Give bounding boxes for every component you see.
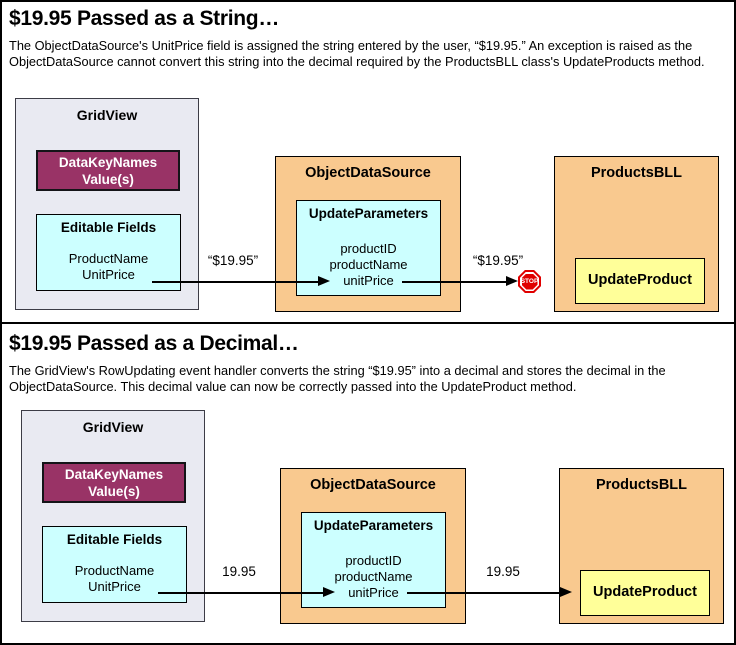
flow-line [407, 592, 560, 594]
flow-line [158, 592, 323, 594]
gridview-title: GridView [82, 419, 144, 435]
arrowhead-icon [506, 276, 518, 286]
panel2-objectdatasource-box: ObjectDataSource UpdateParameters produc… [280, 468, 466, 624]
field-unitprice: UnitPrice [82, 267, 135, 282]
field-unitprice: UnitPrice [88, 579, 141, 594]
arrowhead-icon [560, 587, 572, 597]
productsbll-title: ProductsBLL [590, 165, 683, 181]
field-productname: ProductName [68, 251, 149, 266]
section-divider [2, 322, 734, 324]
flow-line [402, 281, 506, 283]
param-unitprice: unitPrice [343, 273, 394, 288]
objectdatasource-title: ObjectDataSource [310, 477, 436, 493]
editable-fields-title: Editable Fields [60, 220, 157, 235]
flow-value-label: “$19.95” [207, 253, 259, 268]
editable-fields-box: Editable Fields ProductName UnitPrice [36, 214, 181, 291]
param-productid: productID [345, 553, 402, 568]
field-productname: ProductName [74, 563, 155, 578]
panel2-title: $19.95 Passed as a Decimal… [9, 332, 299, 355]
datakeynames-line2: Value(s) [88, 484, 140, 499]
updateparameters-title: UpdateParameters [313, 518, 434, 533]
editable-fields-list: ProductName UnitPrice [43, 563, 186, 595]
updateproduct-box: UpdateProduct [575, 258, 705, 304]
panel2-gridview-box: GridView DataKeyNames Value(s) Editable … [21, 410, 205, 622]
updateparameters-list: productID productName unitPrice [297, 241, 440, 289]
datakeynames-line2: Value(s) [82, 172, 134, 187]
panel1-objectdatasource-box: ObjectDataSource UpdateParameters produc… [275, 156, 461, 312]
param-productname: productName [334, 569, 413, 584]
updateparameters-list: productID productName unitPrice [302, 553, 445, 601]
param-productname: productName [329, 257, 408, 272]
datakeynames-line1: DataKeyNames [58, 155, 158, 170]
editable-fields-box: Editable Fields ProductName UnitPrice [42, 526, 187, 603]
editable-fields-title: Editable Fields [66, 532, 163, 547]
datakeynames-box: DataKeyNames Value(s) [36, 150, 180, 191]
arrowhead-icon [318, 276, 330, 286]
datakeynames-line1: DataKeyNames [64, 467, 164, 482]
editable-fields-list: ProductName UnitPrice [37, 251, 180, 283]
panel1-title: $19.95 Passed as a String… [9, 7, 280, 30]
objectdatasource-title: ObjectDataSource [305, 165, 431, 181]
flow-value-label: 19.95 [486, 564, 520, 579]
flow-value-label: 19.95 [222, 564, 256, 579]
updateparameters-title: UpdateParameters [308, 206, 429, 221]
panel1-gridview-box: GridView DataKeyNames Value(s) Editable … [15, 98, 199, 310]
datakeynames-box: DataKeyNames Value(s) [42, 462, 186, 503]
stop-sign-label: STOP [520, 278, 539, 285]
stop-sign-icon: STOP [518, 270, 541, 293]
updateproduct-box: UpdateProduct [580, 570, 710, 616]
panel2-description: The GridView's RowUpdating event handler… [9, 363, 666, 394]
param-unitprice: unitPrice [348, 585, 399, 600]
param-productid: productID [340, 241, 397, 256]
flow-value-label: “$19.95” [472, 253, 524, 268]
panel1-productsbll-box: ProductsBLL UpdateProduct [554, 156, 719, 312]
flow-line [152, 281, 318, 283]
arrowhead-icon [323, 587, 335, 597]
panel1-description: The ObjectDataSource's UnitPrice field i… [9, 38, 705, 69]
gridview-title: GridView [76, 107, 138, 123]
productsbll-title: ProductsBLL [595, 477, 688, 493]
panel2-productsbll-box: ProductsBLL UpdateProduct [559, 468, 724, 624]
